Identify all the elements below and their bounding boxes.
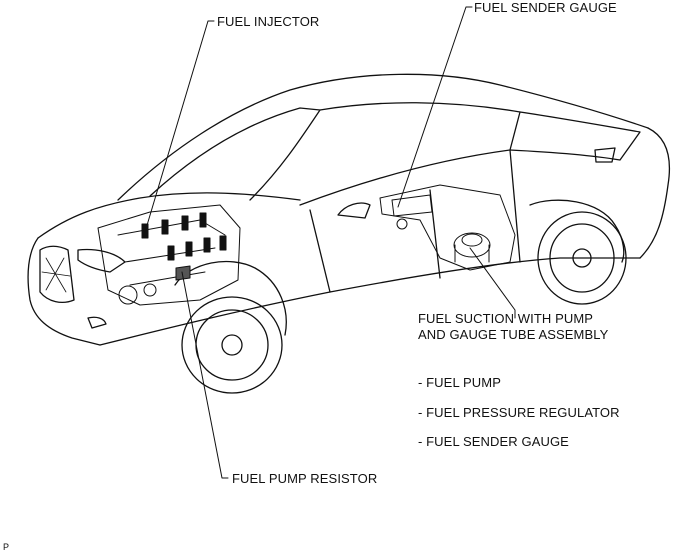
car-grille-detail (41, 257, 71, 293)
fuel-pump-module (453, 232, 491, 258)
label-fuel-suction-line1: FUEL SUCTION WITH PUMP (418, 311, 594, 326)
label-fuel-sender-gauge: FUEL SENDER GAUGE (474, 0, 617, 15)
car-windshield (149, 107, 321, 201)
label-fuel-pump-resistor: FUEL PUMP RESISTOR (232, 471, 378, 486)
car-front-bumper (27, 237, 101, 346)
car-fog-light (87, 316, 107, 329)
car-hood-line (37, 192, 301, 239)
car-body (27, 73, 671, 346)
leader-fuel-pump-resistor (181, 271, 229, 479)
car-rear-fender (529, 199, 625, 263)
car-rear-window (509, 111, 641, 161)
sub-item-fuel-pressure-regulator: - FUEL PRESSURE REGULATOR (418, 405, 620, 420)
car-side-window (299, 102, 521, 206)
fuel-tank-assembly (379, 184, 516, 271)
leader-fuel-sender-gauge (397, 6, 473, 208)
car-tail-light (594, 147, 616, 163)
car-roof-outline (117, 73, 649, 201)
label-fuel-injector: FUEL INJECTOR (217, 14, 320, 29)
fuel-pump-resistor-part (175, 265, 191, 281)
sub-item-fuel-pump: - FUEL PUMP (418, 375, 501, 390)
label-fuel-suction-line2: AND GAUGE TUBE ASSEMBLY (418, 327, 609, 342)
car-grille (39, 245, 75, 303)
leader-fuel-injector (144, 20, 215, 233)
car-headlight (77, 248, 126, 273)
leader-lines (144, 6, 516, 479)
rear-wheel (537, 211, 627, 305)
car-door-line (309, 149, 521, 293)
engine-assembly (97, 204, 241, 306)
figure-code: P (3, 542, 10, 552)
car-mirror (337, 202, 371, 219)
front-wheel (181, 296, 283, 394)
leader-fuel-suction (469, 247, 516, 319)
car-trunk-rear (639, 127, 671, 259)
car-front-fender (174, 260, 287, 336)
sub-item-fuel-sender-gauge: - FUEL SENDER GAUGE (418, 434, 569, 449)
